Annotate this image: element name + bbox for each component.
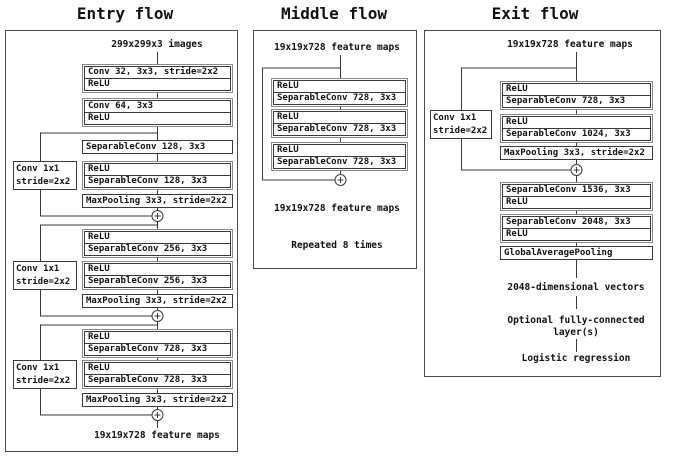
layer-label: SeparableConv 728, 3x3 — [273, 123, 406, 136]
exit-final-label: Logistic regression — [521, 353, 631, 364]
middle-output-label: 19x19x728 feature maps — [274, 203, 400, 214]
skip-conv-box: Conv 1x1 stride=2x2 — [13, 161, 77, 190]
layer-label: SeparableConv 1024, 3x3 — [502, 128, 651, 141]
merge-plus-icon — [151, 409, 164, 421]
layer-label: ReLU — [84, 112, 231, 125]
layer-group: ReLU SeparableConv 1024, 3x3 — [500, 114, 653, 143]
layer-group: SeparableConv 1536, 3x3 ReLU — [500, 182, 653, 211]
middle-input-label: 19x19x728 feature maps — [274, 42, 400, 53]
layer-label: ReLU — [502, 228, 651, 241]
exit-fc-label: Optional fully-connected layer(s) — [476, 315, 676, 339]
skip-conv-label: stride=2x2 — [433, 126, 488, 136]
exit-fc-label-line1: Optional fully-connected — [507, 315, 645, 326]
layer-label: Conv 32, 3x3, stride=2x2 — [84, 66, 231, 79]
skip-conv-label: stride=2x2 — [16, 376, 71, 386]
layer-box: MaxPooling 3x3, stride=2x2 — [82, 393, 233, 407]
skip-conv-label: Conv 1x1 — [16, 164, 60, 174]
layer-label: SeparableConv 728, 3x3 — [273, 156, 406, 169]
skip-conv-label: stride=2x2 — [16, 177, 71, 187]
middle-flow-container — [253, 30, 417, 269]
layer-group: ReLU SeparableConv 256, 3x3 — [82, 229, 233, 258]
layer-box: MaxPooling 3x3, stride=2x2 — [82, 294, 233, 308]
layer-label: SeparableConv 728, 3x3 — [502, 95, 651, 108]
entry-flow-title: Entry flow — [76, 4, 174, 23]
layer-group: ReLU SeparableConv 728, 3x3 — [82, 360, 233, 389]
exit-input-label: 19x19x728 feature maps — [507, 39, 633, 50]
layer-box: MaxPooling 3x3, stride=2x2 — [82, 194, 233, 208]
layer-group: ReLU SeparableConv 728, 3x3 — [82, 329, 233, 358]
layer-label: SeparableConv 256, 3x3 — [84, 275, 231, 288]
layer-label: SeparableConv 728, 3x3 — [84, 343, 231, 356]
layer-label: SeparableConv 256, 3x3 — [84, 243, 231, 256]
skip-conv-label: Conv 1x1 — [16, 264, 60, 274]
layer-group: ReLU SeparableConv 128, 3x3 — [82, 161, 233, 190]
skip-conv-box: Conv 1x1 stride=2x2 — [430, 110, 492, 139]
layer-group: ReLU SeparableConv 728, 3x3 — [500, 81, 653, 110]
exit-fc-label-line2: layer(s) — [553, 327, 599, 338]
layer-group: SeparableConv 2048, 3x3 ReLU — [500, 214, 653, 243]
layer-label: ReLU — [502, 196, 651, 209]
layer-group: ReLU SeparableConv 728, 3x3 — [271, 78, 408, 107]
layer-group: Conv 64, 3x3 ReLU — [82, 98, 233, 127]
merge-plus-icon — [334, 174, 347, 186]
layer-label: SeparableConv 128, 3x3 — [84, 175, 231, 188]
layer-label: ReLU — [84, 78, 231, 91]
layer-label: SeparableConv 728, 3x3 — [84, 374, 231, 387]
layer-group: ReLU SeparableConv 728, 3x3 — [271, 109, 408, 138]
skip-conv-label: Conv 1x1 — [433, 113, 477, 123]
merge-plus-icon — [570, 164, 583, 176]
layer-label: SeparableConv 1536, 3x3 — [502, 184, 651, 197]
exit-flow-container — [424, 30, 661, 377]
entry-input-label: 299x299x3 images — [111, 39, 203, 50]
layer-box: SeparableConv 128, 3x3 — [82, 140, 233, 154]
layer-group: Conv 32, 3x3, stride=2x2 ReLU — [82, 64, 233, 93]
middle-flow-title: Middle flow — [281, 4, 387, 23]
skip-conv-label: stride=2x2 — [16, 277, 71, 287]
merge-plus-icon — [151, 310, 164, 322]
exit-flow-title: Exit flow — [491, 4, 579, 23]
layer-group: ReLU SeparableConv 256, 3x3 — [82, 261, 233, 290]
entry-flow-container — [5, 30, 238, 452]
layer-label: SeparableConv 2048, 3x3 — [502, 216, 651, 229]
layer-box: MaxPooling 3x3, stride=2x2 — [500, 146, 653, 160]
middle-repeat-note: Repeated 8 times — [291, 240, 383, 251]
exit-vector-label: 2048-dimensional vectors — [507, 282, 645, 293]
layer-group: ReLU SeparableConv 728, 3x3 — [271, 142, 408, 171]
layer-box: GlobalAveragePooling — [500, 246, 653, 260]
entry-output-label: 19x19x728 feature maps — [94, 430, 220, 441]
merge-plus-icons — [151, 164, 583, 421]
layer-label: SeparableConv 728, 3x3 — [273, 92, 406, 105]
skip-conv-box: Conv 1x1 stride=2x2 — [13, 360, 77, 389]
skip-conv-box: Conv 1x1 stride=2x2 — [13, 261, 77, 290]
skip-conv-label: Conv 1x1 — [16, 363, 60, 373]
merge-plus-icon — [151, 210, 164, 222]
